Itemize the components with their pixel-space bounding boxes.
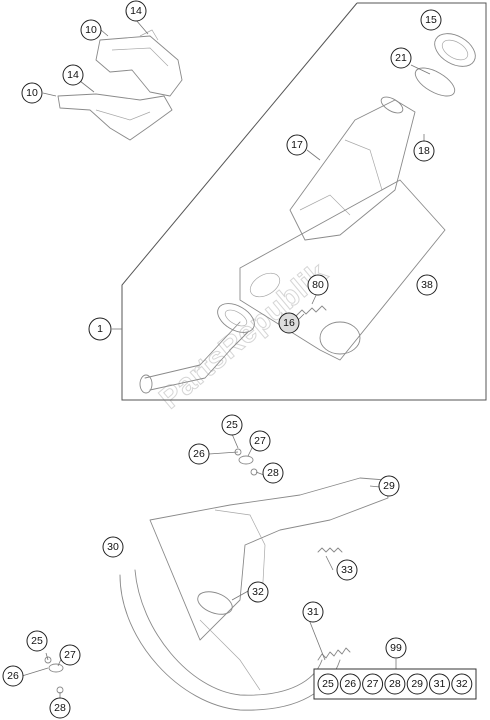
spring: [295, 305, 327, 317]
svg-text:30: 30: [107, 541, 119, 553]
callout-28-upper: 28: [262, 462, 284, 484]
svg-text:29: 29: [383, 480, 395, 492]
leader-lines: [21, 19, 431, 698]
callout-21: 21: [390, 47, 412, 69]
svg-text:1: 1: [97, 323, 103, 335]
svg-text:38: 38: [421, 279, 433, 291]
callout-31: 31: [302, 601, 324, 623]
svg-text:33: 33: [341, 564, 353, 576]
svg-text:14: 14: [67, 69, 79, 81]
callout-26-lower: 26: [2, 665, 24, 687]
kit-item-29: 29: [406, 673, 428, 695]
callout-25-lower: 25: [26, 630, 48, 652]
callout-99: 99: [385, 637, 407, 659]
kit-item-label: 32: [456, 678, 468, 690]
svg-text:16: 16: [283, 317, 295, 329]
callout-10-lower: 10: [21, 82, 43, 104]
svg-text:32: 32: [252, 586, 264, 598]
kit-item-label: 25: [322, 678, 334, 690]
kit-item-27: 27: [362, 673, 384, 695]
callout-1: 1: [88, 317, 112, 341]
svg-text:27: 27: [64, 649, 76, 661]
callout-27-lower: 27: [59, 644, 81, 666]
svg-text:99: 99: [390, 642, 402, 654]
callout-38: 38: [416, 274, 438, 296]
kit-item-label: 29: [411, 678, 423, 690]
kit-item-28: 28: [384, 673, 406, 695]
svg-text:25: 25: [226, 419, 238, 431]
header-pipe: [139, 303, 255, 394]
lower-bracket: [57, 93, 173, 141]
callout-28-lower: 28: [49, 697, 71, 719]
callout-33: 33: [336, 559, 358, 581]
callout-10-upper: 10: [80, 19, 102, 41]
callout-32: 32: [247, 581, 269, 603]
svg-text:26: 26: [193, 448, 205, 460]
kit-item-label: 28: [389, 678, 401, 690]
svg-text:10: 10: [26, 87, 38, 99]
svg-text:28: 28: [267, 467, 279, 479]
svg-text:14: 14: [130, 5, 142, 17]
callout-27-upper: 27: [249, 430, 271, 452]
kit-item-32: 32: [451, 673, 473, 695]
svg-text:25: 25: [31, 635, 43, 647]
svg-text:80: 80: [312, 279, 324, 291]
callout-30: 30: [102, 536, 124, 558]
kit-item-label: 26: [344, 678, 356, 690]
gasket-ring: [414, 67, 456, 97]
silencer-body: [289, 96, 416, 241]
svg-text:31: 31: [307, 606, 319, 618]
callout-14-upper: 14: [125, 0, 147, 22]
svg-text:18: 18: [418, 145, 430, 157]
kit-item-31: 31: [429, 673, 450, 695]
svg-text:17: 17: [291, 139, 303, 151]
end-cap: [434, 33, 476, 67]
assembly-frame: [121, 2, 487, 401]
svg-text:15: 15: [425, 14, 437, 26]
svg-text:21: 21: [395, 52, 407, 64]
kit-item-label: 31: [434, 678, 446, 690]
svg-text:27: 27: [254, 435, 266, 447]
kit-99-items: 25 26 27 28 29 31 32: [317, 673, 473, 695]
svg-text:10: 10: [85, 24, 97, 36]
callout-14-lower: 14: [62, 64, 84, 86]
upper-bracket: [95, 29, 183, 97]
callout-16: 16: [278, 312, 300, 334]
callout-29: 29: [378, 475, 400, 497]
lower-spring-33: [317, 547, 343, 553]
hardware-set-lower: [44, 656, 64, 694]
callout-80: 80: [307, 274, 329, 296]
kit-item-25: 25: [317, 673, 339, 695]
svg-text:26: 26: [7, 670, 19, 682]
kit-item-label: 27: [367, 678, 379, 690]
silencer-shell: [239, 179, 446, 361]
callout-26-upper: 26: [188, 443, 210, 465]
callout-15: 15: [420, 9, 442, 31]
kit-item-26: 26: [339, 673, 361, 695]
hardware-set-upper: [234, 448, 258, 476]
callout-18: 18: [413, 140, 435, 162]
callout-17: 17: [286, 134, 308, 156]
svg-text:28: 28: [54, 702, 66, 714]
callout-25-upper: 25: [221, 414, 243, 436]
